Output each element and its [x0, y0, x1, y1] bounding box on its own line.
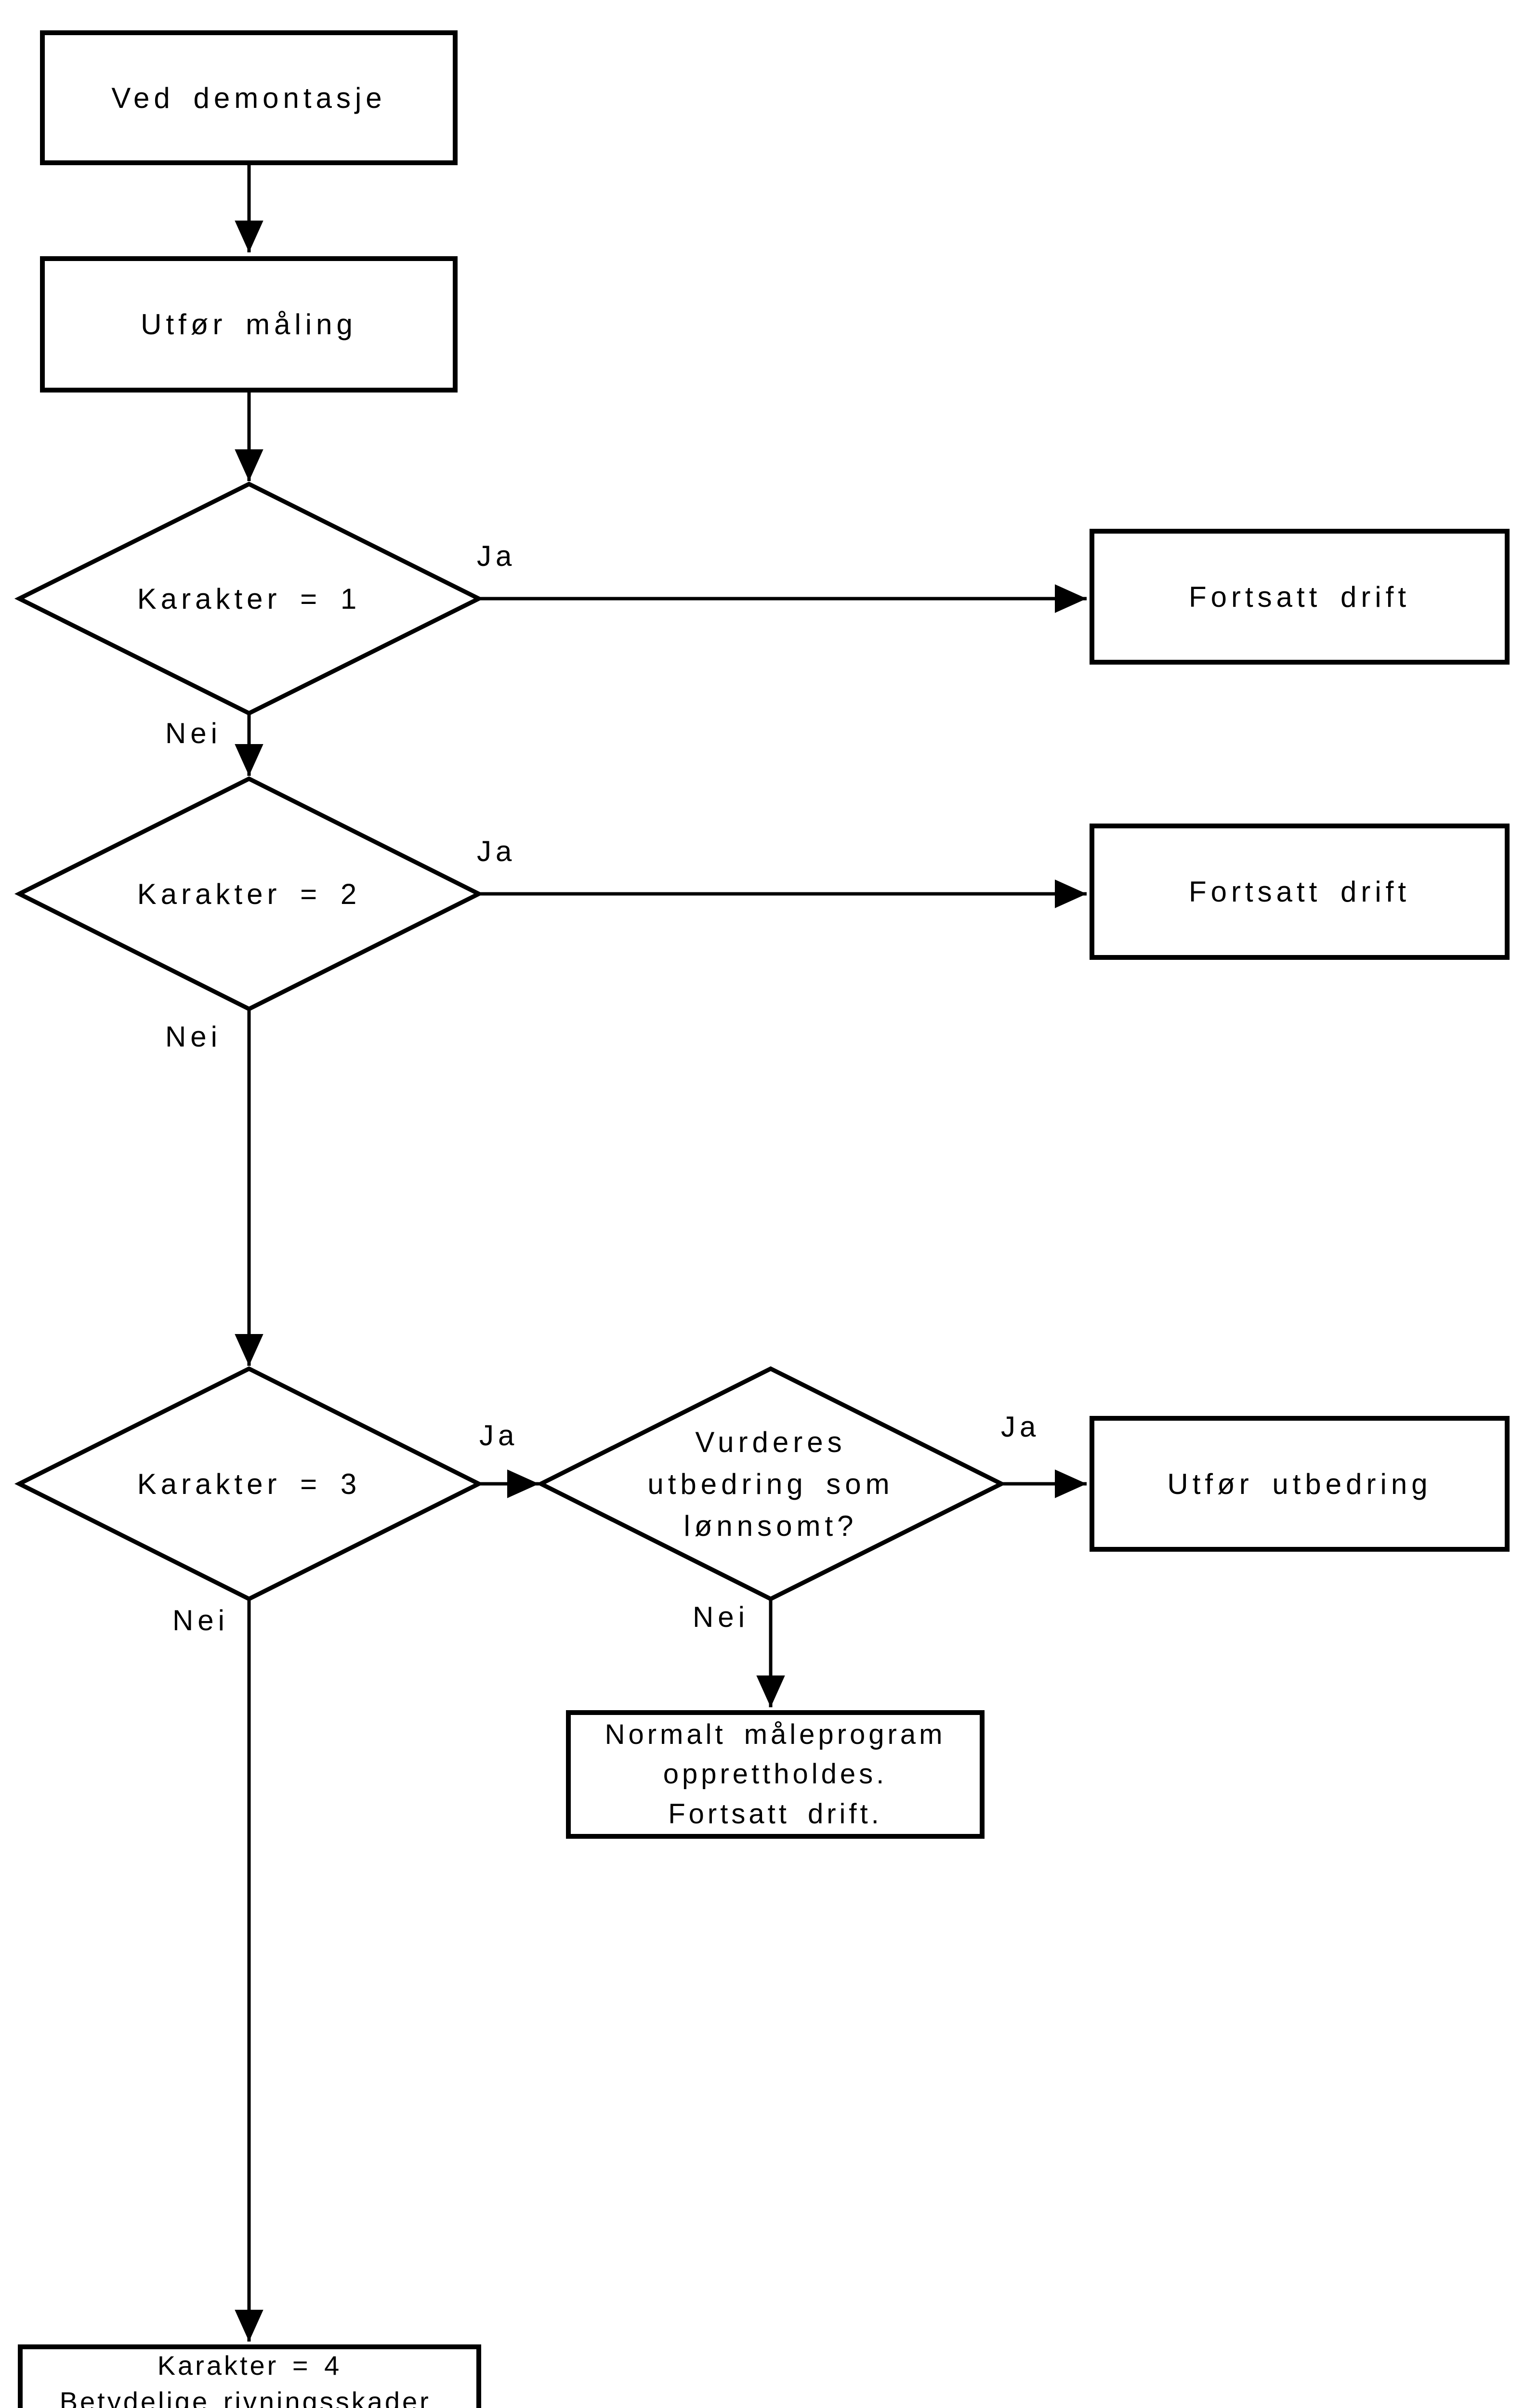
edge-label-ja-lonnsomt: Ja [1001, 1411, 1040, 1443]
node-measure: Utfør måling [40, 256, 458, 393]
node-fortsatt-drift-1: Fortsatt drift [1090, 529, 1510, 665]
node-utfor-utbedring-label: Utfør utbedring [1167, 1467, 1432, 1500]
edge-label-nei-lonnsomt: Nei [692, 1601, 749, 1633]
edge-label-ja-karakter1: Ja [477, 540, 516, 572]
node-utfor-utbedring: Utfør utbedring [1090, 1416, 1510, 1552]
node-start: Ved demontasje [40, 30, 458, 165]
diamond-lonnsomt-shape [536, 1366, 1007, 1602]
node-fortsatt-drift-2-label: Fortsatt drift [1188, 876, 1411, 908]
node-normalt-maleprogram-label: Normalt måleprogram opprettholdes. Forts… [604, 1718, 946, 1830]
diamond-karakter1-shape [14, 481, 484, 716]
node-normalt-maleprogram: Normalt måleprogram opprettholdes. Forts… [566, 1710, 985, 1839]
diamond-karakter2-shape [14, 776, 484, 1012]
edge-label-ja-karakter3: Ja [479, 1419, 519, 1452]
node-measure-label: Utfør måling [141, 308, 357, 340]
node-karakter4-label: Karakter = 4 Betydelige rivningsskader. … [59, 2350, 440, 2408]
node-karakter4: Karakter = 4 Betydelige rivningsskader. … [18, 2344, 481, 2408]
edge-label-ja-karakter2: Ja [477, 835, 516, 867]
node-fortsatt-drift-2: Fortsatt drift [1090, 824, 1510, 960]
diamond-karakter3-shape [14, 1366, 484, 1602]
edge-label-nei-karakter3: Nei [172, 1604, 229, 1636]
node-fortsatt-drift-1-label: Fortsatt drift [1188, 580, 1411, 613]
edge-label-nei-karakter1: Nei [165, 717, 222, 749]
node-start-label: Ved demontasje [111, 81, 386, 114]
edge-label-nei-karakter2: Nei [165, 1021, 222, 1053]
